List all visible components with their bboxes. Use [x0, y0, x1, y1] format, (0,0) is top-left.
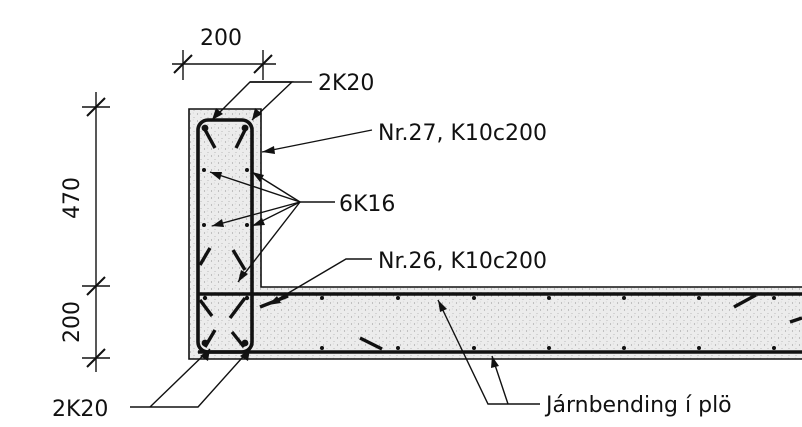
concrete-section: [188, 108, 802, 360]
concrete-outline: [188, 108, 802, 360]
label-side-bars: 6K16: [339, 192, 395, 217]
dimension-top-width: 200: [172, 26, 276, 80]
leader-top-bars: 2K20: [211, 71, 374, 121]
leader-side-bars: 6K16: [209, 171, 395, 283]
leader-wall-stirrup: Nr.27, K10c200: [261, 121, 547, 154]
label-wall-stirrup: Nr.27, K10c200: [378, 121, 547, 146]
dimension-wall-height-text: 470: [60, 177, 85, 219]
dimension-slab-thickness-text: 200: [60, 301, 85, 343]
label-bottom-bars: 2K20: [52, 397, 108, 422]
rebar-dots: [201, 124, 776, 350]
leader-slab-stirrup: Nr.26, K10c200: [267, 249, 547, 306]
slab-stirrup: [198, 292, 802, 354]
dimension-vertical: 470 200: [60, 92, 110, 372]
label-slab-reinforcement: Járnbending í plö: [544, 393, 732, 418]
label-top-bars: 2K20: [318, 71, 374, 96]
dimension-top-width-text: 200: [200, 26, 242, 51]
leader-slab-reinforcement: Járnbending í plö: [437, 299, 732, 418]
leader-bottom-bars: 2K20: [52, 348, 251, 422]
label-slab-stirrup: Nr.26, K10c200: [378, 249, 547, 274]
